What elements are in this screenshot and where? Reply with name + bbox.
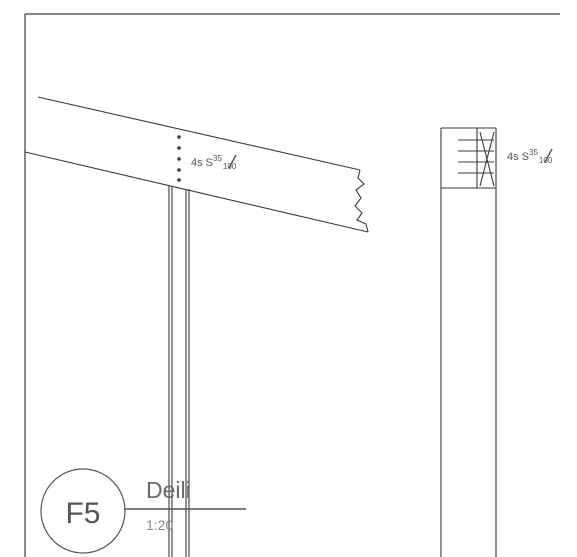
detail-id: F5 xyxy=(65,497,100,530)
detail-badge-circle xyxy=(40,468,126,554)
fraction-slash-left xyxy=(228,154,237,169)
detail-scale: 1:20 xyxy=(146,517,173,533)
post-right xyxy=(440,127,497,557)
detail-title-block: F5 Deili 1:20 xyxy=(40,468,246,554)
nail-dots xyxy=(177,135,181,182)
drawing-frame xyxy=(24,13,560,557)
fraction-slash-right xyxy=(544,148,553,163)
rafter-beam xyxy=(24,96,369,233)
detail-title: Deili xyxy=(146,477,191,503)
nail-annotation-left: 4s S35100 xyxy=(191,154,237,171)
nail-annotation-right: 4s S35100 xyxy=(507,148,553,165)
post-left xyxy=(168,186,190,557)
